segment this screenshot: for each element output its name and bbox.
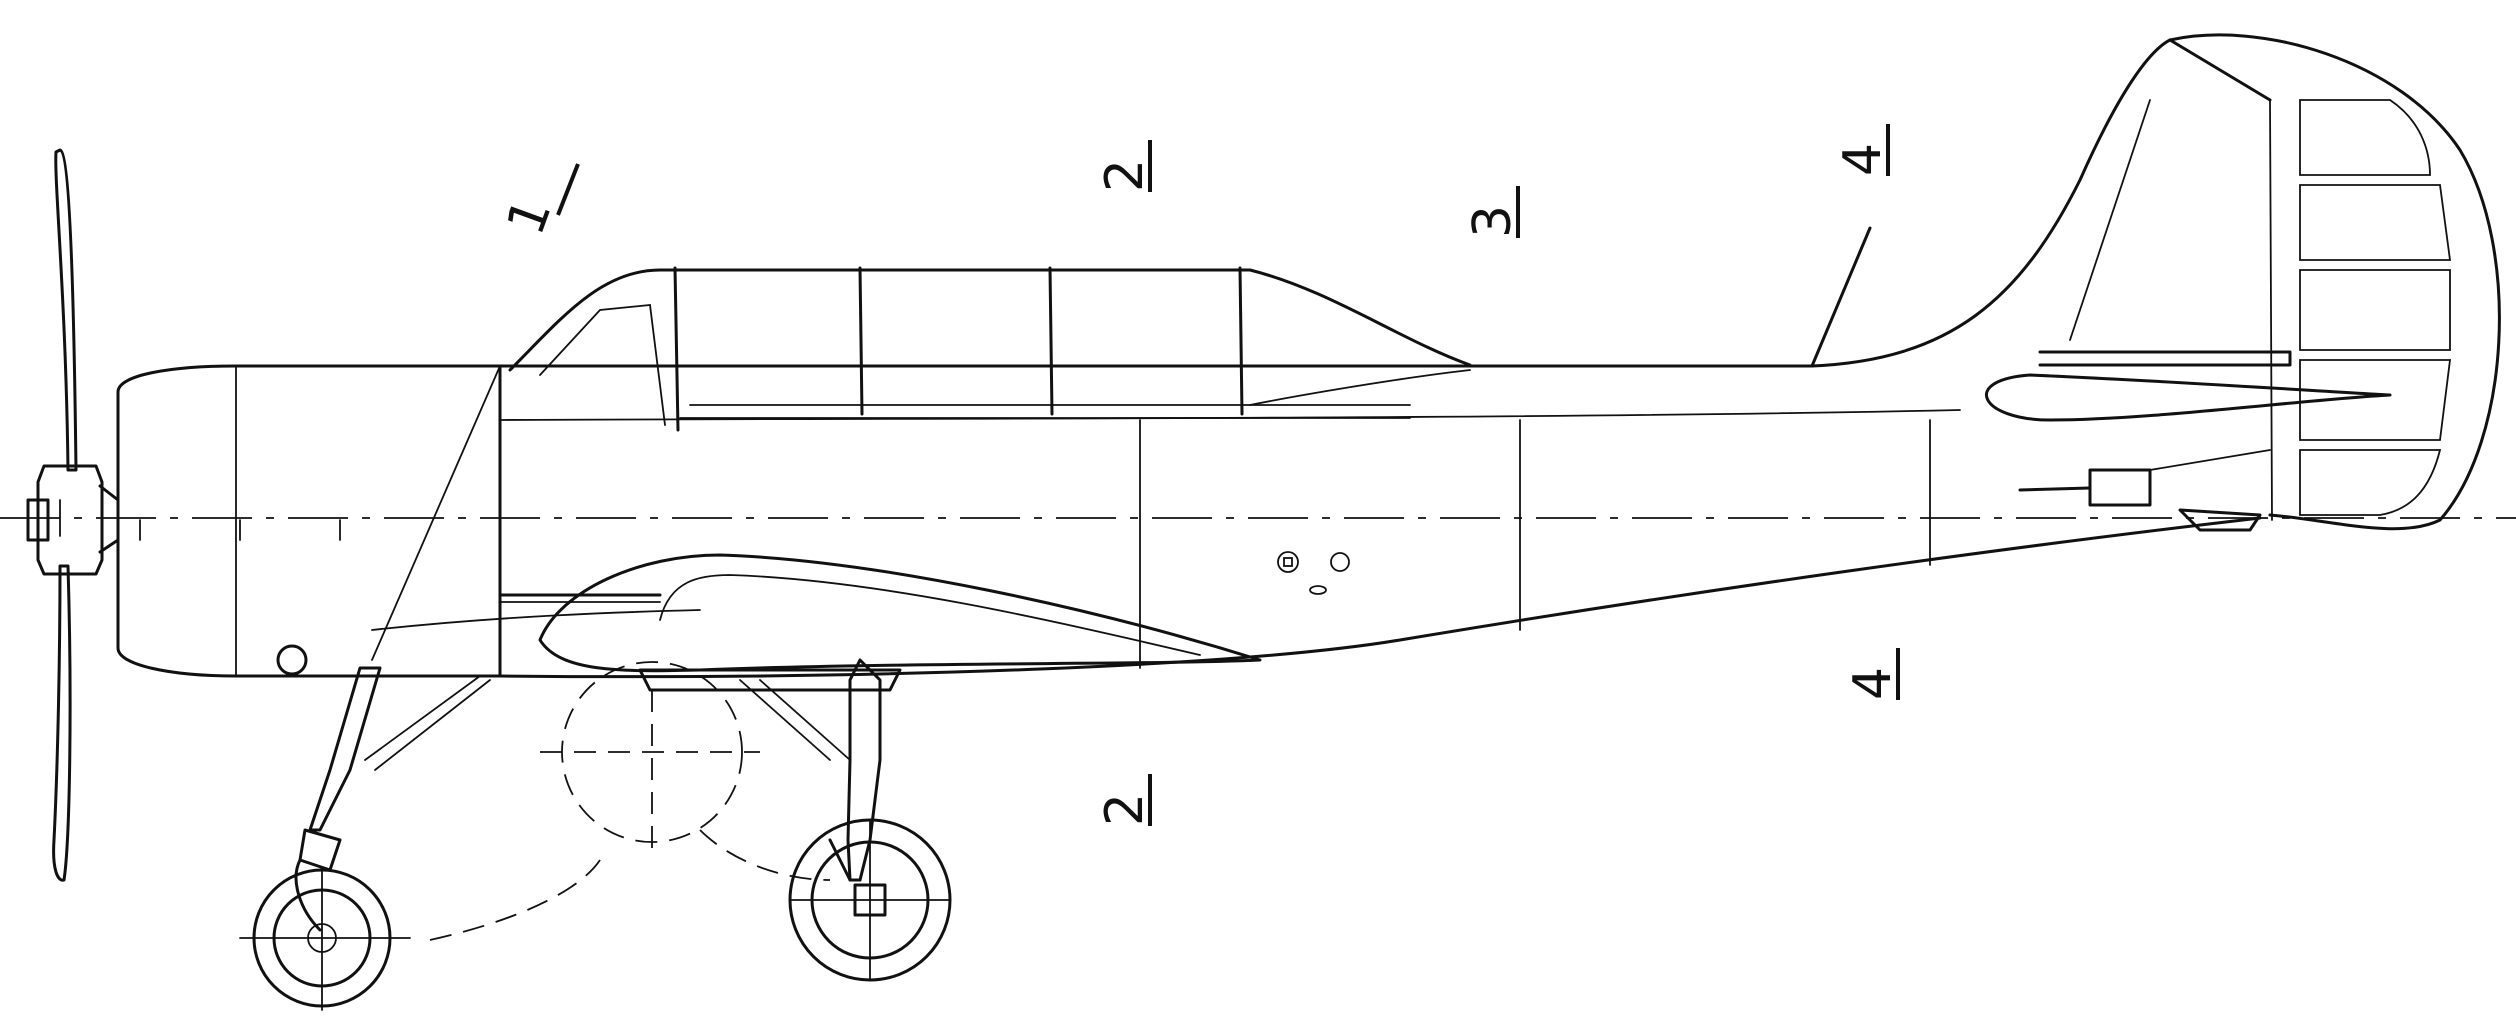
retracted-wheel-outline (429, 661, 831, 941)
section-label-1-text: 1 (496, 191, 564, 243)
wing-root-section (498, 551, 1350, 673)
section-4-leader-line (1810, 226, 1872, 368)
main-landing-gear (638, 658, 952, 982)
engine-cowling (116, 364, 502, 678)
fuselage (371, 364, 2262, 679)
propeller (26, 148, 120, 882)
section-label-4-bottom: 4 (1843, 648, 1903, 700)
canopy (508, 266, 1472, 432)
section-label-2-bottom: 2 (1095, 774, 1155, 826)
section-label-4-top: 4 (1833, 124, 1893, 176)
section-label-3-text: 3 (1463, 205, 1523, 238)
horizontal-stabilizer (1984, 350, 2392, 507)
section-label-1: 1 (496, 163, 580, 243)
section-label-2-top: 2 (1095, 140, 1155, 192)
nose-landing-gear (239, 644, 491, 1011)
section-label-4-bottom-text: 4 (1843, 667, 1903, 700)
section-label-3: 3 (1463, 186, 1523, 238)
section-label-2-top-text: 2 (1095, 159, 1155, 192)
vertical-tail (1810, 33, 2501, 532)
section-label-2-bottom-text: 2 (1095, 793, 1155, 826)
section-label-4-top-text: 4 (1833, 143, 1893, 176)
